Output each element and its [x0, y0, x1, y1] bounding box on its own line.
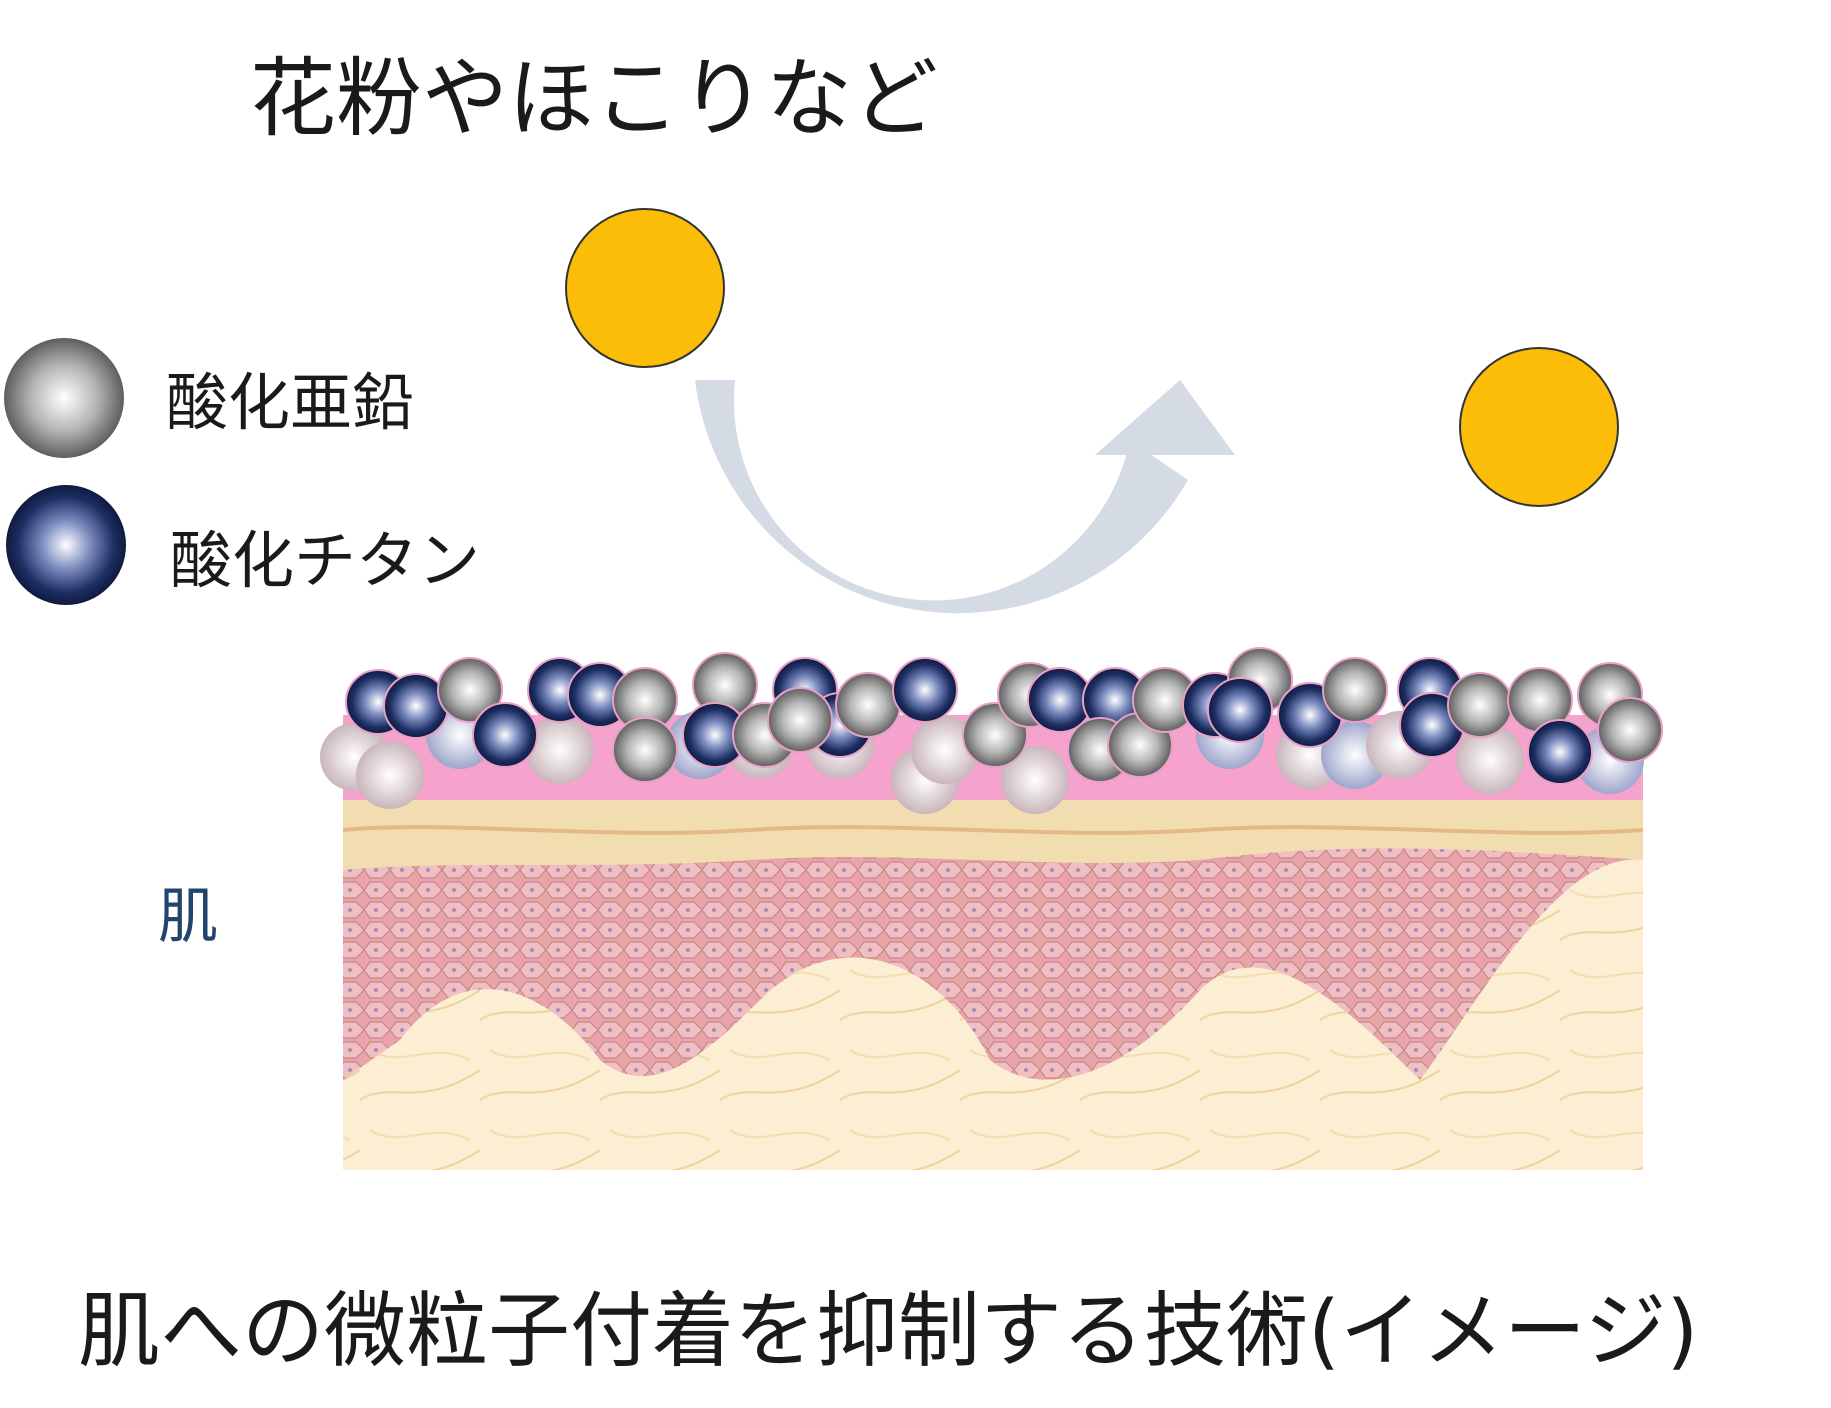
pollen-dust-label: 花粉やほこりなど [250, 49, 938, 149]
pollen-particle [1459, 347, 1619, 507]
skin-illustration [343, 800, 1643, 1170]
legend-zinc-oxide-label: 酸化亜鉛 [166, 366, 415, 439]
pollen-particle [565, 208, 725, 368]
legend-titanium-oxide-label: 酸化チタン [170, 524, 481, 597]
curved-arrow-icon [695, 380, 1235, 614]
particle-layer [320, 647, 1663, 814]
diagram-caption: 肌への微粒子付着を抑制する技術(イメージ) [78, 1284, 1699, 1379]
titanium-oxide-particle [6, 485, 126, 605]
skin-label: 肌 [158, 882, 218, 952]
zinc-oxide-particle [4, 338, 124, 458]
